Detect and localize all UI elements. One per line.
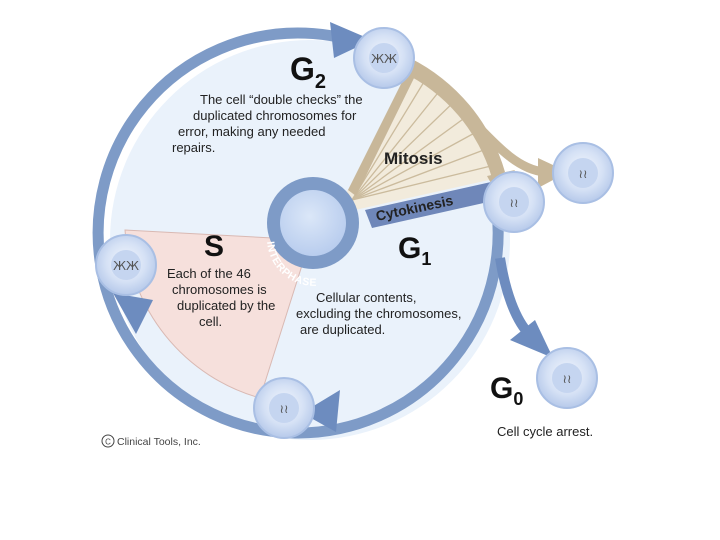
chromosome-icon: ЖЖ bbox=[113, 259, 139, 273]
cycle-ring bbox=[92, 27, 504, 439]
g0-label: G0 bbox=[490, 372, 523, 409]
chromosome-icon: ≀≀ bbox=[579, 167, 588, 181]
g0-branch bbox=[495, 257, 534, 339]
chromosome-icon: ≀≀ bbox=[510, 196, 519, 210]
copyright-text: Clinical Tools, Inc. bbox=[117, 436, 201, 448]
chromosome-icon: ≀≀ bbox=[280, 402, 289, 416]
copyright: C Clinical Tools, Inc. bbox=[101, 434, 201, 448]
chromosome-icon: ЖЖ bbox=[371, 52, 397, 66]
g1-label: G1 bbox=[398, 232, 431, 269]
cell-g2-top: ЖЖ bbox=[353, 27, 415, 89]
mitosis-rays bbox=[351, 71, 496, 201]
chromosome-icon: ≀≀ bbox=[563, 372, 572, 386]
cell-g0: ≀≀ bbox=[536, 347, 598, 409]
mitosis-radial-edge bbox=[348, 66, 418, 196]
cytokinesis-band bbox=[365, 180, 506, 228]
svg-text:C: C bbox=[105, 438, 111, 447]
arrow-to-g1-cell bbox=[302, 390, 340, 432]
copyright-icon bbox=[101, 434, 115, 448]
s-label: S bbox=[204, 230, 224, 263]
mitosis-label: Mitosis bbox=[384, 149, 443, 168]
g2-label: G2 bbox=[290, 51, 326, 93]
center-disk bbox=[280, 190, 346, 256]
g0-description: Cell cycle arrest. bbox=[497, 424, 593, 439]
mitosis-arrow-upper bbox=[466, 114, 546, 177]
g2-description: The cell “double checks” the duplicated … bbox=[172, 92, 366, 155]
g0-arrowhead bbox=[510, 320, 553, 358]
cell-daughter-lower: ≀≀ bbox=[483, 171, 545, 233]
cell-s-left: ЖЖ bbox=[95, 234, 157, 296]
arrow-to-g2-cell bbox=[330, 22, 372, 58]
cell-daughter-upper: ≀≀ bbox=[552, 142, 614, 204]
arrow-to-s-cell bbox=[113, 293, 153, 334]
g1-description: Cellular contents, excluding the chromos… bbox=[296, 290, 465, 337]
s-description: Each of the 46 chromosomes is duplicated… bbox=[167, 266, 279, 329]
cell-bottom: ≀≀ bbox=[253, 377, 315, 439]
